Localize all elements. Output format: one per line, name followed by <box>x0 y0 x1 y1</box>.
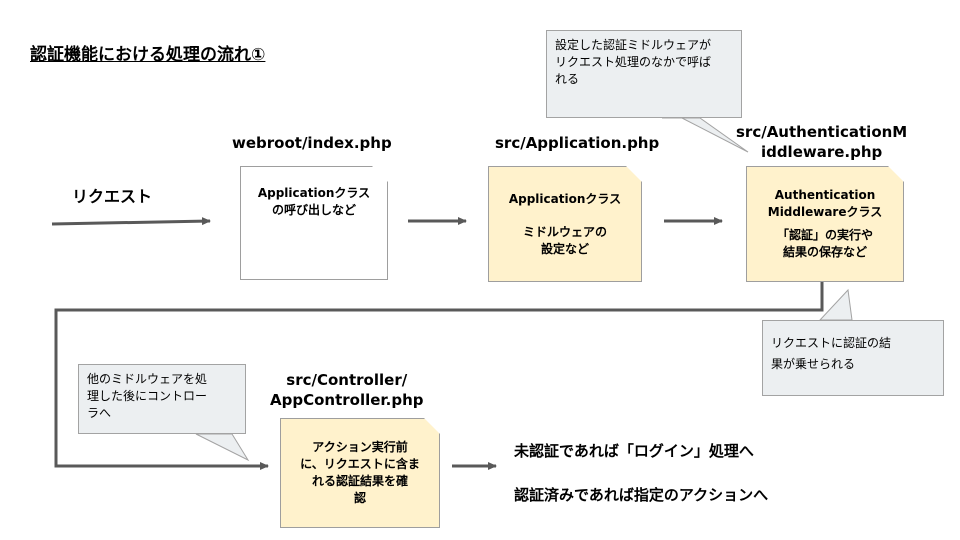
step2-path: src/Application.php <box>495 134 660 152</box>
left-note-line-2: 理した後にコントロー <box>87 389 208 403</box>
step2-line-2: ミドルウェアの <box>522 224 607 239</box>
right-callout-tail <box>818 288 853 321</box>
top-callout-note: 設定した認証ミドルウェアが リクエスト処理のなかで呼ば れる <box>546 30 742 118</box>
step1-path: webroot/index.php <box>232 134 392 152</box>
step4-line-4: 認 <box>353 491 366 505</box>
top-callout-tail <box>662 117 749 153</box>
step3-line-1: Authentication <box>774 188 876 202</box>
top-note-line-1: 設定した認証ミドルウェアが <box>555 38 712 52</box>
step1-line-2: の呼び出しなど <box>271 203 356 217</box>
top-note-line-2: リクエスト処理のなかで呼ば <box>555 55 712 69</box>
right-note-line-2: 果が乗せられる <box>771 357 856 371</box>
outcome-unauthenticated: 未認証であれば「ログイン」処理へ <box>514 442 754 460</box>
step4-line-1: アクション実行前 <box>312 440 408 454</box>
request-arrow <box>51 217 211 226</box>
step4-line-2: に、リクエストに含ま <box>300 457 420 471</box>
step4-path: src/Controller/ AppController.php <box>270 370 424 410</box>
right-callout-note: リクエストに認証の結 果が乗せられる <box>762 320 944 396</box>
left-note-line-1: 他のミドルウェアを処 <box>87 372 208 386</box>
left-note-line-3: ラへ <box>87 406 112 420</box>
left-callout-tail <box>195 433 250 462</box>
step3-line-2: Middlewareクラス <box>767 205 883 219</box>
step2-box: Applicationクラス ミドルウェアの 設定など <box>488 166 642 282</box>
step4-path-line-2: AppController.php <box>270 391 424 409</box>
step4-line-3: れる認証結果を確 <box>311 474 408 488</box>
step2-line-3: 設定など <box>540 241 589 256</box>
outcome-authenticated: 認証済みであれば指定のアクションへ <box>514 486 769 504</box>
step3-line-4: 結果の保存など <box>782 245 867 259</box>
step1-box: Applicationクラス の呼び出しなど <box>240 166 388 280</box>
return-path-arrow <box>54 282 824 470</box>
step3-line-3: 「認証」の実行や <box>776 228 873 242</box>
step1-line-1: Applicationクラス <box>257 186 371 200</box>
step4-box: アクション実行前 に、リクエストに含ま れる認証結果を確 認 <box>280 418 440 528</box>
step3-path-line-1: src/AuthenticationM <box>736 123 908 141</box>
step3-path: src/AuthenticationM iddleware.php <box>736 122 907 162</box>
step3-box: Authentication Middlewareクラス 「認証」の実行や 結果… <box>746 166 904 282</box>
top-note-line-3: れる <box>555 72 580 86</box>
step2-line-1: Applicationクラス <box>508 191 622 206</box>
step4-path-line-1: src/Controller/ <box>286 371 408 389</box>
right-note-line-1: リクエストに認証の結 <box>771 336 892 350</box>
request-label: リクエスト <box>72 187 153 206</box>
left-callout-note: 他のミドルウェアを処 理した後にコントロー ラへ <box>78 364 246 434</box>
step3-path-line-2: iddleware.php <box>760 143 883 161</box>
page-title: 認証機能における処理の流れ① <box>30 45 266 65</box>
